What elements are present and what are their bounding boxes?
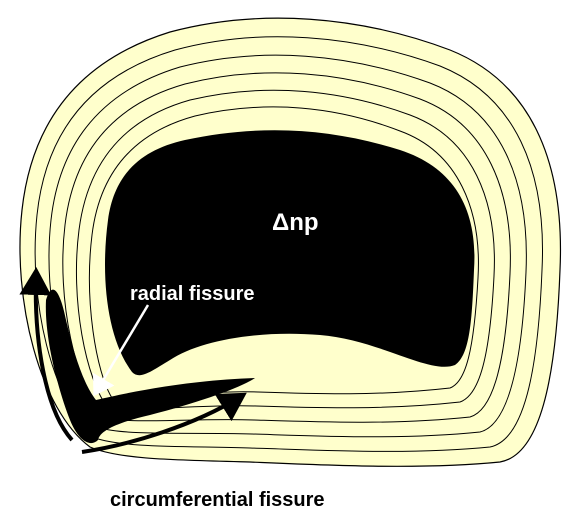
circumferential-fissure-label: circumferential fissure — [110, 489, 325, 511]
radial-fissure-label: radial fissure — [130, 283, 255, 305]
nucleus-label: Δnp — [272, 209, 319, 236]
